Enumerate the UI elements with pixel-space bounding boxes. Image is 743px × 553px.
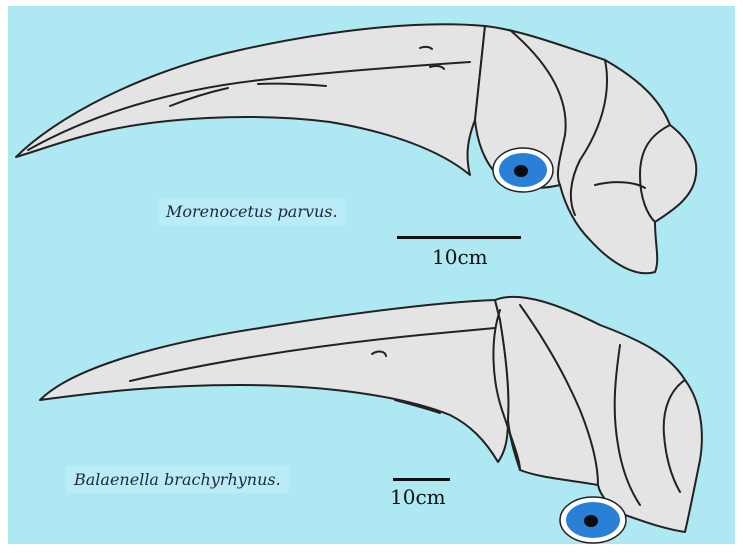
eye-pupil-balaenella — [584, 515, 598, 527]
species-label-bottom: Balaenella brachyrhynus. — [66, 466, 289, 493]
species-label-top: Morenocetus parvus. — [158, 198, 346, 225]
eye-pupil-morenocetus — [514, 165, 528, 177]
scale-bar-top — [397, 236, 521, 239]
scale-label-bottom: 10cm — [390, 485, 446, 509]
scale-label-top: 10cm — [432, 245, 488, 269]
scale-bar-bottom — [393, 478, 450, 481]
